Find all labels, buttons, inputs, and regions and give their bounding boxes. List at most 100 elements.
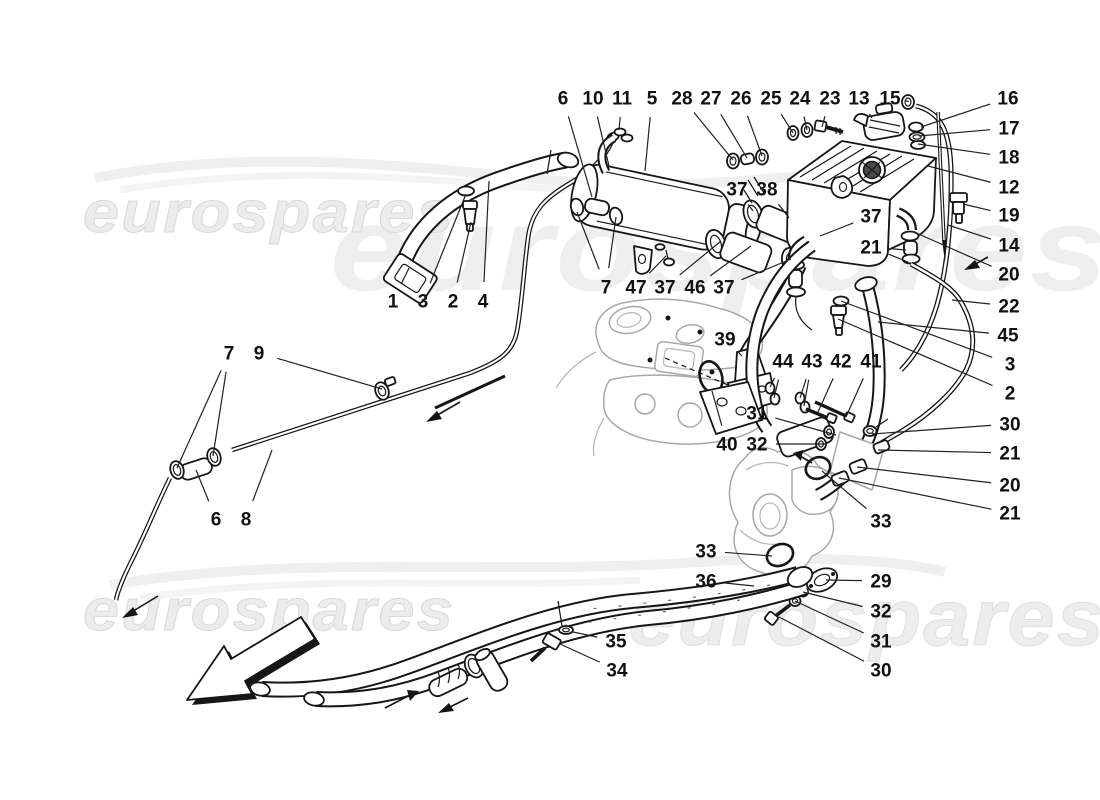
- callout-30-23: 30: [999, 415, 1020, 436]
- leader-line-21: [889, 248, 907, 251]
- leader-line-37: [741, 258, 792, 281]
- callout-46-34: 46: [684, 278, 705, 299]
- leader-line-41: [845, 378, 864, 418]
- callout-5-3: 5: [647, 89, 658, 110]
- callout-7-31: 7: [601, 278, 612, 299]
- callout-6-42: 6: [211, 510, 222, 531]
- callout-38-28: 38: [756, 180, 777, 201]
- callout-17-13: 17: [998, 119, 1019, 140]
- leader-line-44: [773, 379, 780, 399]
- callout-37-33: 37: [654, 278, 675, 299]
- callout-26-6: 26: [730, 89, 751, 110]
- callout-1-36: 1: [388, 292, 399, 313]
- sensor-19: [949, 192, 968, 224]
- callout-21-24: 21: [999, 444, 1021, 465]
- callout-31-49: 31: [746, 404, 768, 425]
- leader-line-32: [802, 591, 863, 608]
- leader-line-7: [608, 216, 617, 269]
- callout-24-8: 24: [789, 89, 811, 110]
- leader-line-5: [644, 116, 651, 172]
- stud-47: [663, 257, 675, 267]
- callout-8-43: 8: [241, 510, 252, 531]
- leader-line-4: [483, 180, 490, 283]
- pipe-stub: [474, 648, 509, 692]
- leader-line-3: [429, 193, 467, 284]
- leader-line-30: [871, 424, 992, 435]
- leader-line-14: [947, 224, 992, 240]
- washer-47a: [654, 243, 666, 251]
- washer-21b: [901, 253, 921, 265]
- watermark-text-bottom-left: eurospares: [83, 578, 455, 643]
- callout-39-44: 39: [714, 330, 735, 351]
- callout-18-14: 18: [998, 148, 1019, 169]
- leader-line-45: [877, 321, 990, 334]
- watermark-layer: eurospares eurospares eurospares eurospa…: [83, 156, 1100, 663]
- callout-33-52: 33: [870, 512, 891, 533]
- bush-21c: [872, 439, 891, 455]
- callout-32-51: 32: [746, 435, 767, 456]
- leader-line-34: [559, 643, 600, 663]
- callout-47-32: 47: [625, 278, 646, 299]
- callout-31-57: 31: [870, 632, 892, 653]
- leader-line-2: [456, 221, 472, 283]
- turbocharger-housing: [728, 446, 839, 576]
- leader-line-43: [799, 378, 807, 399]
- leader-line-13: [868, 113, 873, 119]
- leader-line-43: [803, 379, 810, 407]
- leader-line-33: [821, 470, 867, 510]
- leader-line-18: [917, 143, 991, 155]
- bolt-34-washer-35: [529, 600, 574, 663]
- o-ring-33a: [804, 455, 832, 481]
- leader-line-28: [693, 112, 734, 161]
- pipe-flange-36: [786, 566, 814, 588]
- exhaust-pipe-upper: [249, 566, 801, 698]
- callout-6-0: 6: [558, 89, 569, 110]
- callout-40-50: 40: [716, 435, 737, 456]
- washers-25-24-bolt-23: [786, 119, 844, 141]
- leader-line-22: [951, 299, 991, 305]
- tank-right-outlet: [895, 207, 921, 265]
- leader-line-20: [856, 466, 992, 484]
- leader-line-16: [920, 103, 991, 128]
- leader-line-26: [746, 115, 763, 157]
- callout-3-37: 3: [418, 292, 429, 313]
- overflow-hose: [899, 103, 954, 372]
- leader-line-12: [927, 165, 991, 183]
- callout-3-21: 3: [1005, 355, 1016, 376]
- bush-20: [848, 458, 868, 475]
- leader-line-7: [576, 211, 600, 270]
- leader-line-35: [572, 631, 598, 638]
- leader-line-40: [711, 390, 723, 426]
- leader-line-8: [252, 449, 273, 502]
- leader-line-21: [877, 449, 992, 454]
- callout-19-16: 19: [998, 206, 1019, 227]
- leader-line-21: [888, 253, 909, 263]
- pressure-cap-13: [853, 102, 906, 141]
- big-direction-arrow: [186, 616, 320, 705]
- callout-34-60: 34: [606, 661, 628, 682]
- elbow-pipe-10: [597, 127, 634, 175]
- callout-15-11: 15: [879, 89, 901, 110]
- leader-line-47: [648, 255, 667, 274]
- leader-line-31: [775, 417, 837, 436]
- leader-line-37: [679, 240, 722, 276]
- small-washers-28-27-26: [726, 148, 769, 170]
- leader-line-37: [747, 204, 754, 212]
- callout-12-15: 12: [998, 178, 1019, 199]
- leader-line-2: [837, 318, 993, 387]
- callout-27-5: 27: [700, 89, 721, 110]
- hose-segment-6-left: [169, 447, 222, 481]
- callout-33-53: 33: [695, 542, 716, 563]
- callout-36-54: 36: [695, 572, 716, 593]
- callout-37-29: 37: [860, 207, 881, 228]
- callout-44-45: 44: [772, 352, 794, 373]
- leader-line-3: [840, 300, 993, 358]
- fasteners-44-43-42-41: [764, 381, 856, 425]
- watermark-text-top-left: eurospares: [83, 180, 455, 245]
- leader-line-19: [962, 203, 991, 212]
- leader-line-21: [838, 477, 992, 510]
- callout-21-26: 21: [999, 504, 1021, 525]
